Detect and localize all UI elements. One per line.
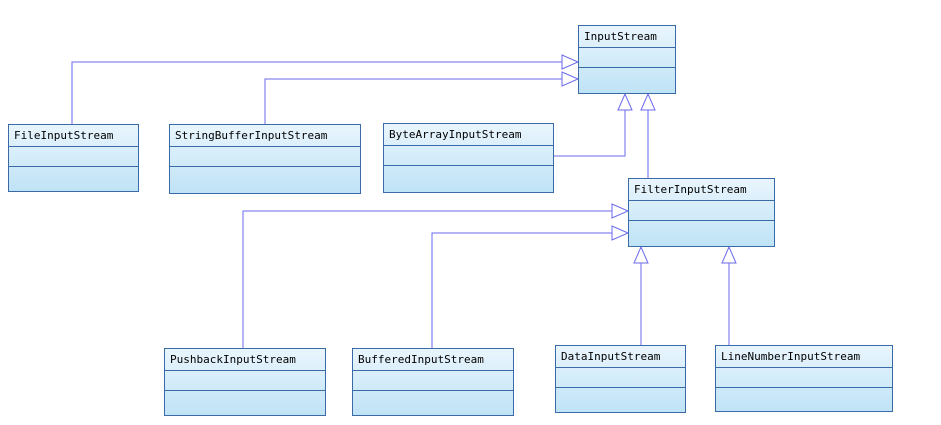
class-name: BufferedInputStream <box>353 349 513 371</box>
attributes-compartment <box>353 371 513 391</box>
class-stringbufferinputstream[interactable]: StringBufferInputStream <box>169 124 361 194</box>
class-datainputstream[interactable]: DataInputStream <box>555 345 686 413</box>
connector-stringbuffer-to-inputstream <box>264 71 580 124</box>
class-name: DataInputStream <box>556 346 685 368</box>
attributes-compartment <box>579 48 675 68</box>
attributes-compartment <box>716 368 892 388</box>
connector-data-to-filter <box>633 245 649 345</box>
class-name: FileInputStream <box>9 125 138 147</box>
connector-filter-to-inputstream <box>640 92 656 178</box>
attributes-compartment <box>384 146 553 166</box>
class-name: FilterInputStream <box>629 179 774 201</box>
class-inputstream[interactable]: InputStream <box>578 25 676 94</box>
class-filterinputstream[interactable]: FilterInputStream <box>628 178 775 247</box>
connector-pushback-to-filter <box>242 203 630 348</box>
class-name: StringBufferInputStream <box>170 125 360 147</box>
class-name: ByteArrayInputStream <box>384 124 553 146</box>
class-name: InputStream <box>579 26 675 48</box>
attributes-compartment <box>165 371 325 391</box>
class-bufferedinputstream[interactable]: BufferedInputStream <box>352 348 514 416</box>
generalization-arrow-icon <box>561 71 580 87</box>
class-name: PushbackInputStream <box>165 349 325 371</box>
connector-buffered-to-filter <box>431 225 630 348</box>
connector-linenumber-to-filter <box>721 245 737 345</box>
class-name: LineNumberInputStream <box>716 346 892 368</box>
connector-bytearray-to-inputstream <box>554 92 633 157</box>
generalization-arrow-icon <box>611 203 630 219</box>
generalization-arrow-icon <box>617 92 633 111</box>
generalization-arrow-icon <box>633 245 649 264</box>
class-pushbackinputstream[interactable]: PushbackInputStream <box>164 348 326 416</box>
connector-file-to-inputstream <box>71 54 580 124</box>
attributes-compartment <box>9 147 138 167</box>
class-bytearrayinputstream[interactable]: ByteArrayInputStream <box>383 123 554 193</box>
attributes-compartment <box>170 147 360 167</box>
class-linenumberinputstream[interactable]: LineNumberInputStream <box>715 345 893 412</box>
generalization-arrow-icon <box>611 225 630 241</box>
class-fileinputstream[interactable]: FileInputStream <box>8 124 139 192</box>
generalization-arrow-icon <box>561 54 580 70</box>
generalization-arrow-icon <box>640 92 656 111</box>
attributes-compartment <box>629 201 774 221</box>
attributes-compartment <box>556 368 685 388</box>
generalization-arrow-icon <box>721 245 737 264</box>
